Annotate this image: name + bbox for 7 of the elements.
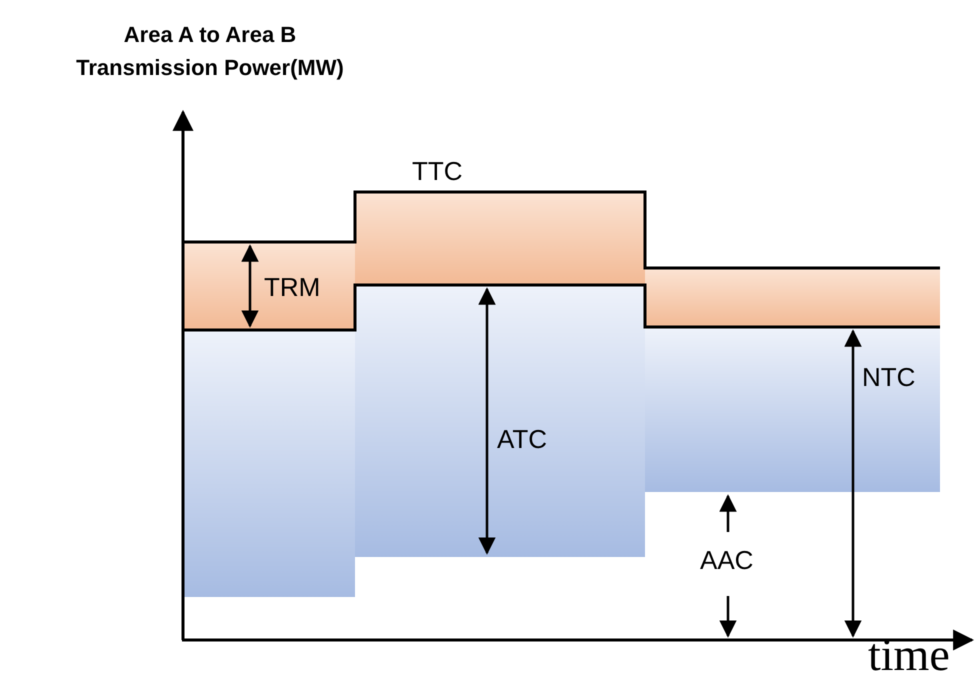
axis-title: Area A to Area B Transmission Power(MW) [75, 21, 345, 82]
axis-label: time [868, 628, 950, 681]
band-label: ATC [497, 424, 548, 455]
band-label: NTC [862, 362, 916, 393]
band-label: TRM [264, 272, 320, 303]
band-label: TTC [412, 156, 463, 187]
band-label: AAC [700, 545, 754, 576]
